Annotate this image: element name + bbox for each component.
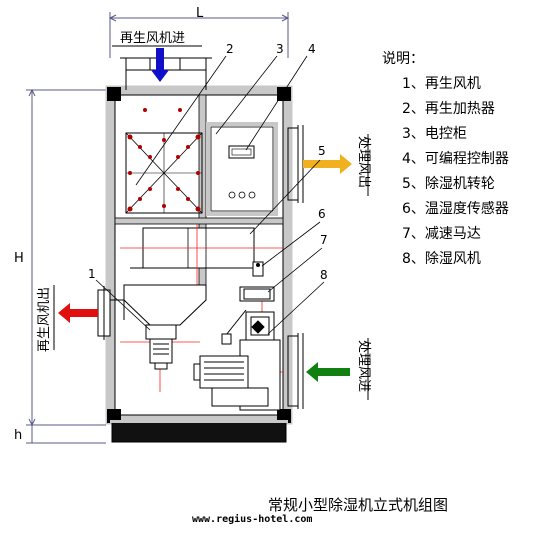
legend-item: 7、减速马达 <box>402 226 481 242</box>
callout-3: 3 <box>276 42 284 56</box>
legend-item: 2、再生加热器 <box>402 101 495 117</box>
legend-item: 8、除湿风机 <box>402 251 481 267</box>
regen-fan <box>123 284 207 370</box>
process-outlet-duct <box>287 125 304 203</box>
regen-heater <box>125 108 203 214</box>
callout-8: 8 <box>320 268 328 282</box>
legend-item: 4、可编程控制器 <box>402 151 509 167</box>
diagram-title: 常规小型除湿机立式机组图 <box>268 496 448 514</box>
dehumidifier-fan <box>193 311 281 411</box>
process-outlet-arrow <box>303 154 352 174</box>
process-inlet-arrow <box>306 362 350 382</box>
leader-lines <box>95 55 325 335</box>
temp-humidity-sensor <box>252 261 264 277</box>
dim-base-label: h <box>14 428 22 443</box>
regen-outlet-arrow <box>58 303 98 323</box>
legend: 说明： 1、再生风机 2、再生加热器 3、电控柜 4、可编程控制器 5、除湿机转… <box>382 51 509 267</box>
callout-1: 1 <box>88 267 96 281</box>
callout-4: 4 <box>308 42 316 56</box>
plc-controller <box>228 145 256 199</box>
callout-6: 6 <box>318 207 326 221</box>
legend-item: 6、温湿度传感器 <box>402 200 509 217</box>
dim-height-label: H <box>14 251 24 266</box>
watermark-url: www.regius-hotel.com <box>192 513 312 525</box>
legend-item: 5、除湿机转轮 <box>402 176 495 192</box>
process-outlet-label: 处理风出 <box>356 136 371 188</box>
legend-item: 3、电控柜 <box>402 126 467 142</box>
reducer-motor <box>221 286 275 345</box>
callout-2: 2 <box>226 42 234 56</box>
dimension-lines <box>26 12 290 444</box>
process-inlet-duct <box>287 333 304 409</box>
regen-outlet-label: 再生风机出 <box>37 287 52 352</box>
dim-width-label: L <box>196 6 204 21</box>
regen-outlet-duct <box>97 286 124 340</box>
process-inlet-label: 处理风进 <box>356 340 371 392</box>
legend-item: 1、再生风机 <box>402 76 481 92</box>
regen-inlet-arrow <box>151 48 169 82</box>
regen-inlet-label: 再生风机进 <box>120 31 185 46</box>
control-cabinet <box>206 122 278 216</box>
callout-5: 5 <box>318 144 326 158</box>
callout-7: 7 <box>320 233 328 247</box>
legend-heading: 说明： <box>382 51 424 67</box>
